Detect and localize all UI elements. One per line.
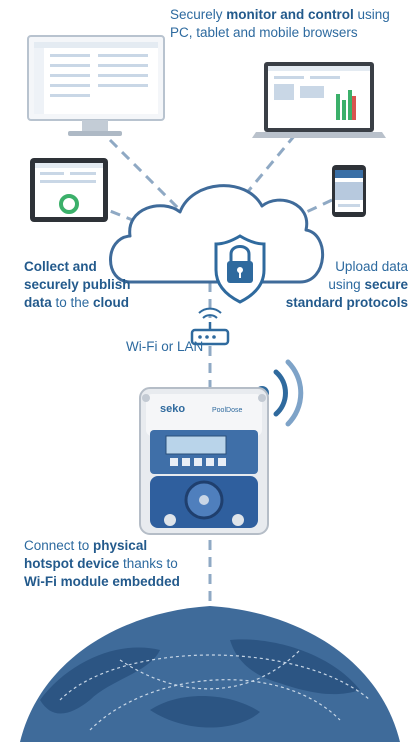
device-brand-label: seko bbox=[160, 403, 185, 415]
globe-icon bbox=[20, 606, 400, 742]
cloud-icon bbox=[109, 184, 325, 284]
top-caption-text: Securely bbox=[170, 7, 227, 22]
wifi-router-icon bbox=[190, 307, 230, 346]
right-caption-highlight: secure bbox=[364, 277, 408, 292]
top-caption: Securely monitor and control using PC, t… bbox=[170, 6, 415, 42]
device-model-label: PoolDose bbox=[212, 407, 242, 414]
top-caption-text: using bbox=[353, 7, 390, 22]
right-caption-text: using bbox=[328, 277, 365, 292]
right-caption-line3: standard protocols bbox=[285, 295, 408, 310]
bottom-caption-text: Connect to bbox=[24, 538, 94, 553]
bottom-caption-highlight: physical bbox=[93, 538, 148, 553]
right-caption-line1: Upload data bbox=[335, 259, 408, 274]
pump-device-icon: seko PoolDose bbox=[139, 387, 269, 535]
left-caption: Collect and securely publish data to the… bbox=[24, 258, 164, 312]
bottom-caption: Connect to physical hotspot device thank… bbox=[24, 537, 224, 591]
left-caption-text: to the bbox=[51, 295, 94, 310]
smartphone-icon bbox=[332, 165, 366, 217]
wifi-label: Wi-Fi or LAN bbox=[126, 339, 204, 354]
tablet-icon bbox=[30, 158, 108, 222]
left-caption-line2: securely publish bbox=[24, 277, 131, 292]
top-caption-line2: PC, tablet and mobile browsers bbox=[170, 25, 358, 40]
padlock-shield-icon bbox=[214, 234, 266, 304]
laptop-icon bbox=[252, 62, 386, 138]
bottom-caption-highlight: hotspot device bbox=[24, 556, 120, 571]
line-desktop-cloud bbox=[108, 138, 182, 212]
line-laptop-cloud bbox=[243, 134, 297, 196]
desktop-monitor-icon bbox=[27, 35, 165, 136]
left-caption-highlight: cloud bbox=[93, 295, 130, 310]
bottom-caption-line3: Wi-Fi module embedded bbox=[24, 574, 180, 589]
top-caption-highlight: monitor and control bbox=[226, 7, 354, 22]
left-caption-highlight: data bbox=[24, 295, 52, 310]
left-caption-line1: Collect and bbox=[24, 259, 97, 274]
right-caption: Upload data using secure standard protoc… bbox=[278, 258, 408, 312]
bottom-caption-text: thanks to bbox=[119, 556, 178, 571]
